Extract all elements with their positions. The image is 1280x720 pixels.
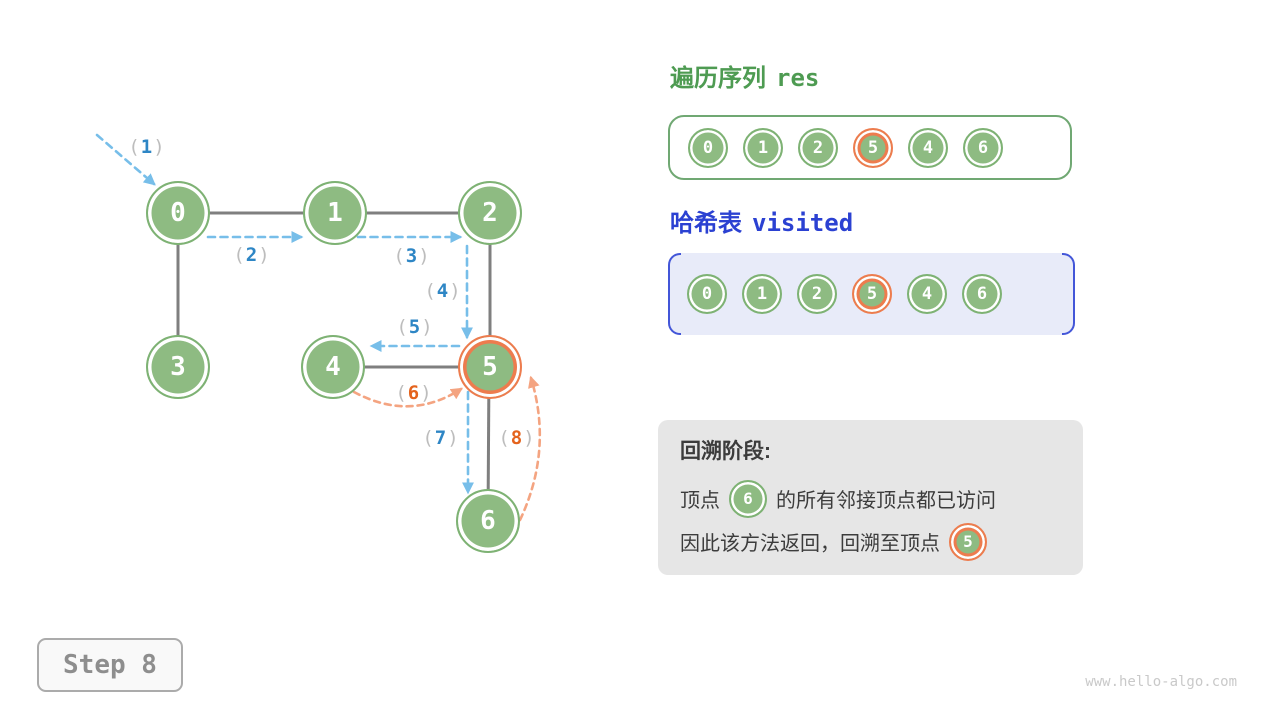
res-item-2: 2	[798, 127, 838, 168]
res-section-title: 遍历序列 res	[670, 58, 819, 93]
arrow-1-enter-0	[95, 133, 156, 186]
right-bracket-icon	[1062, 253, 1075, 335]
arrow-label-4: (4)	[424, 280, 462, 302]
visited-title-code: visited	[752, 209, 854, 237]
graph-node-1: 1	[303, 181, 367, 245]
res-title-zh: 遍历序列	[670, 65, 766, 92]
graph-node-5: 5	[458, 335, 522, 399]
arrow-8-backtrack-6-to-5	[518, 375, 542, 522]
inline-node-6: 6	[729, 479, 767, 518]
visited-item-5: 6	[962, 274, 1002, 314]
res-item-5: 6	[963, 127, 1003, 168]
arrow-label-1: (1)	[128, 136, 166, 158]
visited-item-3: 5	[852, 274, 892, 314]
line2-prefix: 因此该方法返回，回溯至顶点	[680, 533, 940, 555]
graph-node-3: 3	[146, 335, 210, 399]
res-item-0: 0	[688, 127, 728, 168]
visited-item-1: 1	[742, 274, 782, 314]
line1-suffix: 的所有邻接顶点都已访问	[776, 490, 996, 512]
visited-item-0: 0	[687, 274, 727, 314]
arrow-label-2: (2)	[233, 244, 271, 266]
arrow-label-3: (3)	[393, 245, 431, 267]
res-title-code: res	[776, 64, 820, 92]
visited-item-4: 4	[907, 274, 947, 314]
left-bracket-icon	[668, 253, 681, 335]
watermark: www.hello-algo.com	[1085, 674, 1237, 690]
line1-prefix: 顶点	[680, 490, 720, 512]
arrow-label-7: (7)	[422, 427, 460, 449]
res-item-3: 5	[853, 127, 893, 168]
visited-item-2: 2	[797, 274, 837, 314]
res-item-1: 1	[743, 127, 783, 168]
visited-section-title: 哈希表 visited	[670, 203, 853, 238]
backtrack-info-box: 回溯阶段: 顶点 6 的所有邻接顶点都已访问 因此该方法返回，回溯至顶点 5	[658, 420, 1083, 575]
backtrack-info-line-1: 顶点 6 的所有邻接顶点都已访问	[680, 477, 1061, 520]
arrow-6-backtrack-4-to-5	[352, 387, 464, 408]
step-badge: Step 8	[37, 638, 183, 692]
graph-node-2: 2	[458, 181, 522, 245]
res-sequence-box: 0 1 2 5 4 6	[668, 115, 1072, 180]
backtrack-info-line-2: 因此该方法返回，回溯至顶点 5	[680, 520, 1061, 563]
res-item-4: 4	[908, 127, 948, 168]
inline-node-5: 5	[949, 522, 987, 561]
graph-node-0: 0	[146, 181, 210, 245]
arrow-label-6: (6)	[395, 382, 433, 404]
graph-node-6: 6	[456, 489, 520, 553]
visited-set-box: 0 1 2 5 4 6	[668, 253, 1075, 335]
arrow-label-8: (8)	[498, 427, 536, 449]
graph-node-4: 4	[301, 335, 365, 399]
arrow-label-5: (5)	[396, 316, 434, 338]
visited-title-zh: 哈希表	[670, 210, 742, 237]
backtrack-info-title: 回溯阶段:	[680, 440, 771, 463]
graph-canvas: 0 1 2 3 4 5 6 (1) (2) (3) (4) (5) (6) (7…	[95, 133, 542, 553]
